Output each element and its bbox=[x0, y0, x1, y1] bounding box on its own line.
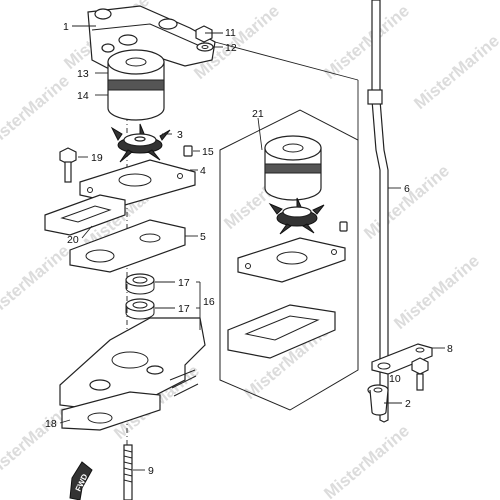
seal-17-lower bbox=[125, 298, 155, 320]
watermark-13: MisterMarine bbox=[390, 251, 483, 333]
plate-4 bbox=[79, 159, 196, 206]
callout-17a: 17 bbox=[178, 277, 190, 289]
bolt-19 bbox=[59, 147, 77, 183]
callout-11: 11 bbox=[225, 27, 236, 39]
bolt-10 bbox=[411, 357, 429, 391]
washer-12 bbox=[196, 42, 214, 52]
callout-9: 9 bbox=[148, 465, 154, 477]
callout-15: 15 bbox=[202, 146, 214, 158]
washer-12-hole bbox=[201, 45, 209, 49]
leader-lines bbox=[59, 25, 445, 471]
pump-liner bbox=[107, 49, 165, 121]
lower-housing bbox=[59, 317, 206, 411]
kit-liner bbox=[264, 135, 322, 201]
callout-3: 3 bbox=[177, 129, 183, 141]
stud-9 bbox=[123, 444, 133, 500]
callout-18: 18 bbox=[45, 418, 57, 430]
callout-19: 19 bbox=[91, 152, 103, 164]
callout-labels: 1 11 12 13 14 3 15 19 4 5 20 17 17 16 18… bbox=[45, 21, 453, 477]
callout-12: 12 bbox=[225, 42, 237, 54]
impeller bbox=[110, 123, 171, 163]
watermark-6: MisterMarine bbox=[0, 241, 73, 323]
callout-17b: 17 bbox=[178, 303, 190, 315]
callout-1: 1 bbox=[63, 21, 69, 33]
kit-impeller bbox=[268, 197, 325, 235]
fwd-arrow-icon: FWD bbox=[69, 461, 93, 500]
callout-14: 14 bbox=[77, 90, 89, 102]
watermark-5: MisterMarine bbox=[410, 31, 500, 113]
lower-gasket-18 bbox=[61, 391, 161, 431]
water-tube bbox=[367, 0, 389, 423]
watermark-9: MisterMarine bbox=[360, 161, 453, 243]
kit-plate bbox=[237, 237, 346, 283]
kit-gasket bbox=[227, 304, 336, 359]
callout-2: 2 bbox=[405, 398, 411, 410]
tube-plate-8 bbox=[371, 343, 433, 375]
kit-key bbox=[339, 221, 348, 232]
kit-outline-top-link bbox=[214, 41, 359, 81]
gasket-20 bbox=[44, 194, 126, 236]
callout-20: 20 bbox=[67, 234, 79, 246]
callout-5: 5 bbox=[200, 231, 206, 243]
watermark-1: MisterMarine bbox=[0, 71, 73, 153]
callout-10: 10 bbox=[389, 373, 401, 385]
callout-6: 6 bbox=[404, 183, 410, 195]
nut-11 bbox=[195, 25, 213, 43]
key-15 bbox=[183, 145, 193, 157]
callout-8: 8 bbox=[447, 343, 453, 355]
callout-16: 16 bbox=[203, 296, 215, 308]
kit-outline bbox=[219, 109, 359, 411]
watermark-4: MisterMarine bbox=[320, 1, 413, 83]
grommet-2 bbox=[367, 384, 389, 416]
callout-13: 13 bbox=[77, 68, 89, 80]
seal-17-upper bbox=[125, 273, 155, 295]
gasket-5 bbox=[69, 219, 186, 273]
watermark-14: MisterMarine bbox=[320, 421, 413, 500]
callout-4: 4 bbox=[200, 165, 206, 177]
callout-21: 21 bbox=[252, 108, 264, 120]
